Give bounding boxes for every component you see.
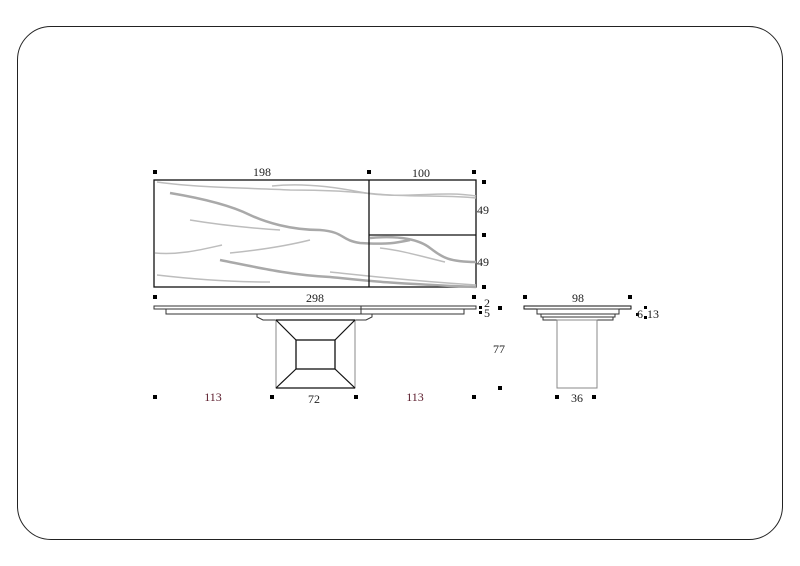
side-view [523,305,632,389]
dim-frame-thickness: 5 [484,306,490,320]
dimension-markers [153,170,647,399]
dim-depth-upper: 49 [477,203,489,217]
dim-width-extension: 100 [412,166,430,180]
dim-base-width: 72 [308,392,320,406]
dim-width-main: 198 [253,165,271,179]
dim-overhang-right: 113 [406,390,424,404]
dim-overhang-left: 113 [204,390,222,404]
dim-side-depth: 98 [572,291,584,305]
top-view [153,179,477,289]
dim-total-width: 298 [306,291,324,305]
dim-side-thickness-a: 6 [637,307,643,321]
front-view [153,305,477,389]
dim-side-base-depth: 36 [571,391,583,405]
dim-height: 77 [493,342,505,356]
dim-depth-lower: 49 [477,255,489,269]
dim-top-thickness: 2 [484,296,490,310]
dim-side-thickness-b: 13 [647,307,659,321]
drawing-frame [17,26,783,540]
